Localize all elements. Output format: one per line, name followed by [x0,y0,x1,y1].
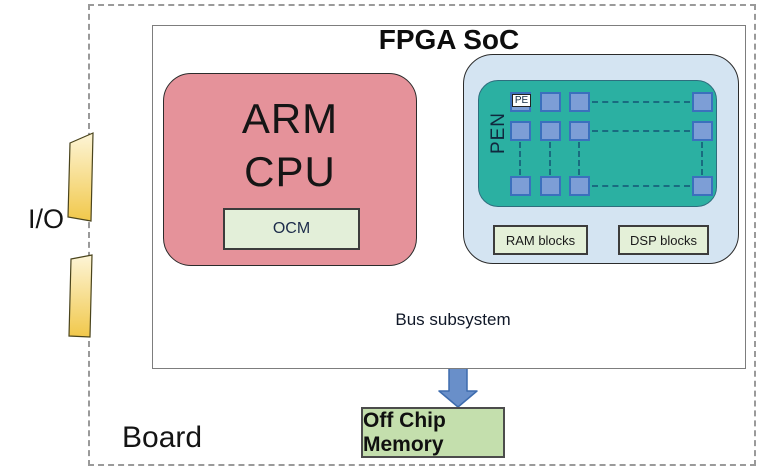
arm-cpu-block: ARM CPU OCM [163,73,417,266]
arm-cpu-label-line2: CPU [244,148,336,195]
pe-name-chip: PE [512,94,531,107]
pe-square [510,121,531,141]
pe-link-col3 [578,142,580,175]
bus-subsystem-label: Bus subsystem [395,310,511,329]
pe-link-row1 [592,101,690,103]
pe-link-col1 [519,142,521,175]
arm-cpu-label: ARM CPU [164,92,416,198]
fpga-soc-title: FPGA SoC [378,24,520,55]
pe-square [510,176,531,196]
fpga-fabric-block: PEN PE [463,54,739,264]
off-chip-memory-block: Off Chip Memory [361,407,505,458]
ocm-block: OCM [223,208,360,250]
dsp-blocks: DSP blocks [618,225,709,255]
pe-square [692,92,713,112]
pe-square [569,92,590,112]
pe-link-row2 [592,130,690,132]
pe-link-col4 [701,142,703,175]
pe-label: PE [514,95,529,106]
pe-square [569,176,590,196]
ram-blocks-label: RAM blocks [505,232,576,248]
off-chip-memory-label: Off Chip Memory [363,408,446,456]
dsp-blocks-label: DSP blocks [630,232,697,248]
pe-square [540,92,561,112]
pe-square [692,121,713,141]
pe-link-row3 [592,185,690,187]
pe-square [692,176,713,196]
pe-square [540,121,561,141]
arm-cpu-label-line1: ARM [241,95,339,142]
board-label: Board [122,421,203,454]
io-label: I/O [28,204,65,234]
ocm-label: OCM [272,220,311,237]
ram-blocks: RAM blocks [493,225,588,255]
pen-block: PEN PE [478,80,717,207]
pe-square [540,176,561,196]
pen-label: PEN [488,111,509,155]
pe-square [569,121,590,141]
pe-link-col2 [549,142,551,175]
